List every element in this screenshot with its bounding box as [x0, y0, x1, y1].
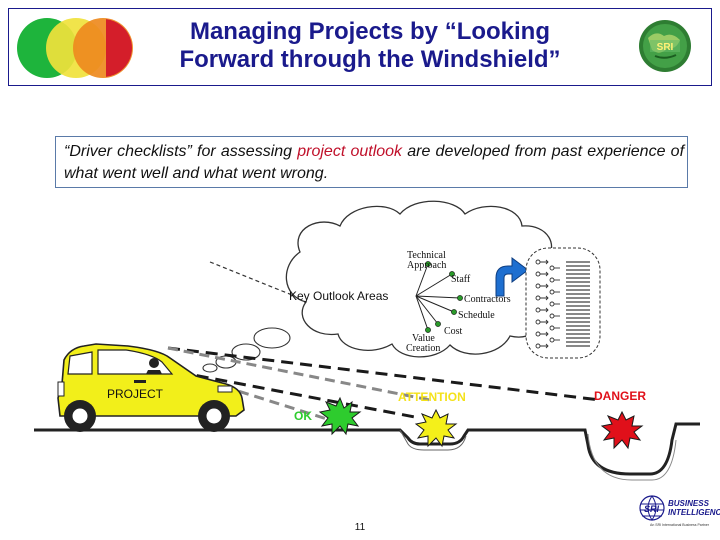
quote-part-1: “Driver checklists” for assessing [64, 143, 298, 160]
traffic-circles-icon [17, 18, 133, 78]
attention-burst-icon [414, 408, 458, 448]
danger-burst-icon [600, 410, 644, 450]
svg-text:SRI: SRI [644, 504, 660, 514]
logo-line-1: BUSINESS [668, 499, 710, 508]
title-line-2: Forward through the Windshield” [179, 46, 561, 73]
checklist-capsule [525, 247, 601, 359]
spoke-label-value: Value [412, 333, 435, 344]
outlook-spokes [415, 261, 463, 333]
spoke-label-schedule: Schedule [458, 310, 495, 321]
sri-globe-logo: SRI [639, 20, 691, 72]
logo-small-text: An SRI International Business Partner [650, 523, 710, 527]
spoke-label-cost: Cost [444, 326, 463, 337]
quote-part-2: are developed from past experience of wh… [64, 143, 685, 182]
quote-text: “Driver checklists” for assessing projec… [64, 141, 684, 185]
curved-arrow-icon [495, 257, 529, 297]
ok-burst-icon [318, 396, 362, 436]
attention-label: ATTENTION [398, 390, 466, 404]
title-line-1: Managing Projects by “Looking [189, 18, 551, 45]
spoke-label-approach: Approach [407, 260, 446, 271]
page-title: Managing Projects by “Looking Forward th… [150, 18, 590, 74]
danger-label: DANGER [594, 389, 646, 403]
page-number: 11 [354, 522, 366, 533]
car-label: PROJECT [107, 387, 164, 401]
spoke-label-contractors: Contractors [464, 294, 511, 305]
key-outlook-areas-label: Key Outlook Areas [289, 289, 388, 303]
project-car [57, 343, 245, 432]
headlight-beams [167, 346, 601, 422]
spoke-label-staff: Staff [451, 274, 471, 285]
road-line [34, 422, 700, 481]
cloud-pointer-line [209, 261, 293, 296]
sri-logo-text: SRI [657, 42, 674, 53]
business-intelligence-logo: SRI BUSINESS INTELLIGENCE An SRI Interna… [639, 495, 720, 527]
spoke-label-creation: Creation [406, 343, 440, 354]
quote-highlight: project outlook [297, 143, 403, 160]
quote-frame [55, 136, 688, 188]
ok-label: OK [294, 409, 312, 423]
logo-line-2: INTELLIGENCE [668, 508, 720, 517]
spoke-label-technical: Technical [407, 250, 446, 261]
